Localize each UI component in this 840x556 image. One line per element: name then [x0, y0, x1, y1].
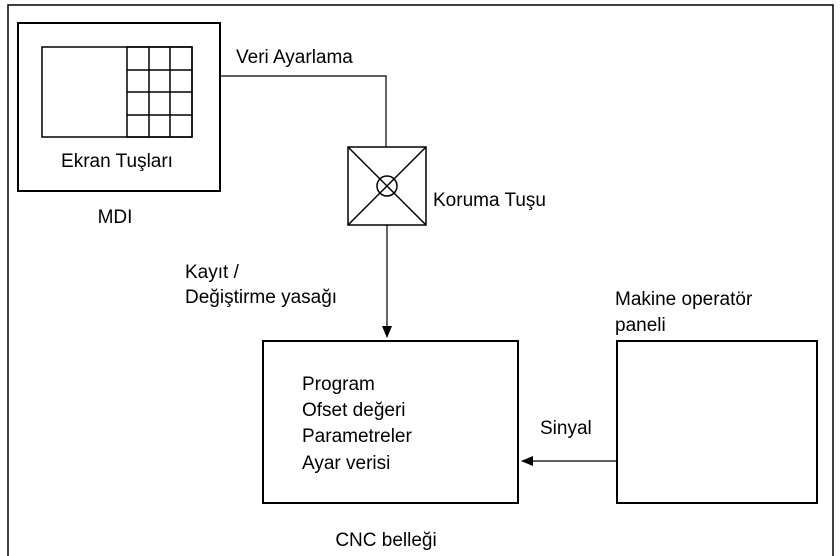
outer-frame: [7, 4, 834, 556]
cnc-memory-title: CNC belleği: [335, 530, 436, 551]
operator-panel-label-line1: Makine operatör: [615, 289, 753, 310]
mdi-screen-keys-label: Ekran Tuşları: [61, 151, 173, 172]
cnc-memory-item: Ofset değeri: [302, 400, 406, 421]
mdi-title: MDI: [98, 207, 133, 228]
signal-label: Sinyal: [540, 418, 592, 439]
operator-panel-label-line2: paneli: [615, 315, 666, 336]
data-setting-line: [220, 75, 387, 147]
mdi-unit: [17, 22, 221, 192]
cnc-memory-item: Parametreler: [302, 426, 412, 447]
cnc-memory-box: [262, 340, 519, 504]
prohibition-label-line1: Kayıt /: [185, 262, 240, 283]
cnc-memory-item: Ayar verisi: [302, 453, 390, 474]
data-setting-label: Veri Ayarlama: [236, 47, 353, 68]
mdi-keypad: [126, 46, 193, 138]
cnc-memory-item: Program: [302, 374, 375, 395]
operator-panel-box: [616, 340, 818, 504]
protect-key-label: Koruma Tuşu: [433, 190, 546, 211]
protect-key-icon: [347, 146, 427, 226]
prohibition-label-line2: Değiştirme yasağı: [185, 287, 337, 308]
